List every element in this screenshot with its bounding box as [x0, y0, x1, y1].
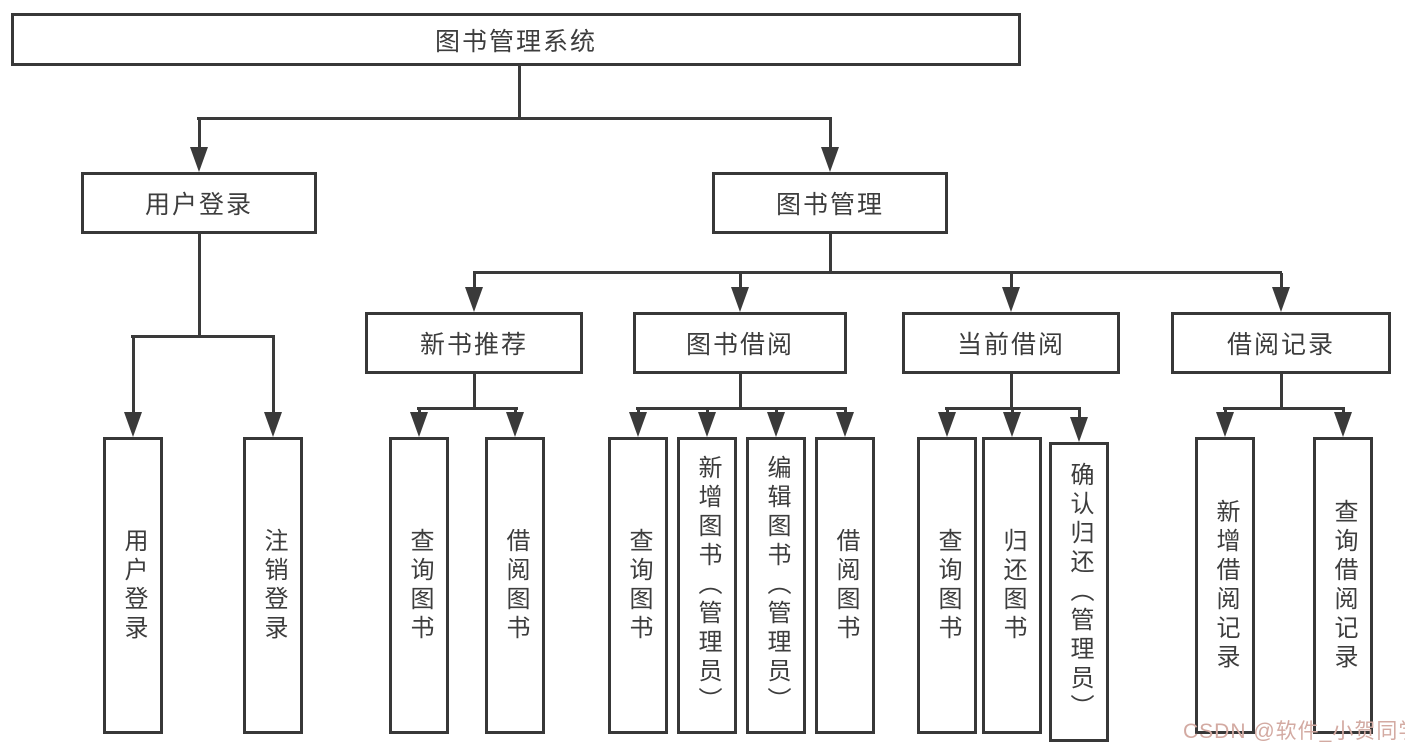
connector-records-drop-1	[1224, 409, 1227, 414]
connector-mgmt-drop-4	[1280, 273, 1283, 290]
connector-mgmt-drop-2	[739, 273, 742, 290]
leaf-records-query-record: 查询借阅记录	[1313, 437, 1373, 734]
arrow-down-icon	[506, 412, 524, 437]
node-user-login: 用户登录	[81, 172, 317, 234]
connector-login-bar	[131, 335, 275, 338]
leaf-current-return-books: 归还图书	[982, 437, 1042, 734]
leaf-recommend-query-books: 查询图书	[389, 437, 449, 734]
leaf-borrow-add-books-admin: 新增图书（管理员）	[677, 437, 737, 734]
connector-current-drop-1	[946, 409, 949, 414]
arrow-down-icon	[410, 412, 428, 437]
connector-recommend-stub	[473, 373, 476, 409]
connector-login-stub	[198, 233, 201, 337]
leaf-records-add-record: 新增借阅记录	[1195, 437, 1255, 734]
arrow-down-icon	[1070, 417, 1088, 442]
arrow-down-icon	[1272, 287, 1290, 312]
connector-root-drop-left	[198, 119, 201, 149]
connector-records-drop-2	[1342, 409, 1345, 414]
arrow-down-icon	[1002, 287, 1020, 312]
connector-current-stub	[1010, 373, 1013, 409]
node-borrowing-records: 借阅记录	[1171, 312, 1391, 374]
leaf-current-query-books: 查询图书	[917, 437, 977, 734]
connector-records-bar	[1223, 407, 1345, 410]
connector-records-stub	[1280, 373, 1283, 409]
leaf-borrow-edit-books-admin: 编辑图书（管理员）	[746, 437, 806, 734]
arrow-down-icon	[124, 412, 142, 437]
connector-borrow-drop-4	[844, 409, 847, 414]
connector-borrow-stub	[739, 373, 742, 409]
node-current-borrowing: 当前借阅	[902, 312, 1120, 374]
connector-mgmt-drop-3	[1010, 273, 1013, 290]
arrow-down-icon	[1216, 412, 1234, 437]
node-book-management: 图书管理	[712, 172, 948, 234]
connector-borrow-drop-2	[706, 409, 709, 414]
node-new-book-recommendation: 新书推荐	[365, 312, 583, 374]
leaf-borrow-borrow-books: 借阅图书	[815, 437, 875, 734]
connector-borrow-bar	[636, 407, 847, 410]
leaf-user-login: 用户登录	[103, 437, 163, 734]
arrow-down-icon	[698, 412, 716, 437]
connector-current-drop-2	[1011, 409, 1014, 414]
connector-login-drop-1	[132, 337, 135, 415]
arrow-down-icon	[1003, 412, 1021, 437]
connector-mgmt-stub	[829, 233, 832, 274]
connector-mgmt-bar	[473, 271, 1282, 274]
connector-recommend-drop-2	[514, 409, 517, 414]
leaf-current-confirm-return-admin: 确认归还（管理员）	[1049, 442, 1109, 742]
connector-current-drop-3	[1078, 409, 1081, 419]
arrow-down-icon	[629, 412, 647, 437]
node-book-borrowing: 图书借阅	[633, 312, 847, 374]
watermark: CSDN @软件_小贺同学	[1183, 720, 1405, 743]
connector-root-drop-right	[829, 119, 832, 149]
leaf-borrow-query-books: 查询图书	[608, 437, 668, 734]
arrow-down-icon	[1334, 412, 1352, 437]
connector-mgmt-drop-1	[473, 273, 476, 290]
connector-root-stub	[518, 65, 521, 119]
arrow-down-icon	[767, 412, 785, 437]
arrow-down-icon	[465, 287, 483, 312]
arrow-down-icon	[731, 287, 749, 312]
connector-current-bar	[945, 407, 1081, 410]
connector-borrow-drop-3	[775, 409, 778, 414]
arrow-down-icon	[938, 412, 956, 437]
connector-recommend-bar	[417, 407, 518, 410]
connector-root-bar	[197, 117, 832, 120]
node-library-management-system: 图书管理系统	[11, 13, 1021, 66]
connector-borrow-drop-1	[637, 409, 640, 414]
leaf-logout: 注销登录	[243, 437, 303, 734]
arrow-down-icon	[264, 412, 282, 437]
arrow-down-icon	[821, 147, 839, 172]
leaf-recommend-borrow-books: 借阅图书	[485, 437, 545, 734]
arrow-down-icon	[190, 147, 208, 172]
connector-recommend-drop-1	[418, 409, 421, 414]
arrow-down-icon	[836, 412, 854, 437]
connector-login-drop-2	[272, 337, 275, 415]
